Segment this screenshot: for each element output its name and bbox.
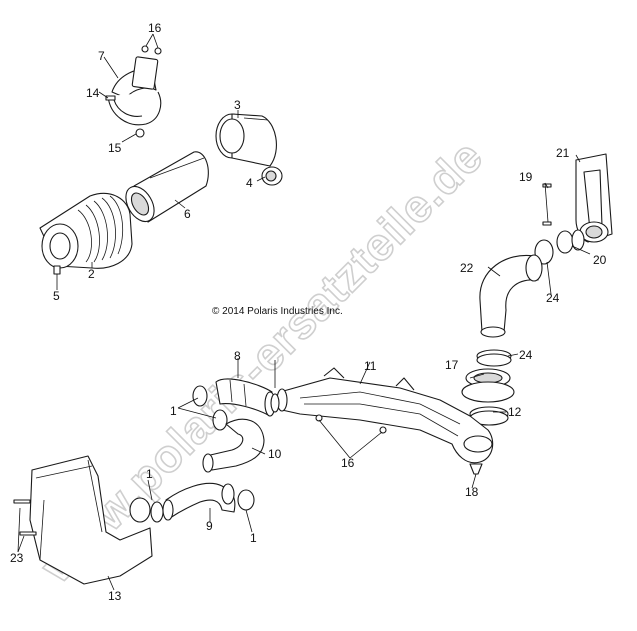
callout-9: 9 <box>206 519 213 533</box>
copyright-notice: © 2014 Polaris Industries Inc. <box>212 306 343 317</box>
callout-18: 18 <box>465 485 479 499</box>
part-23-bolts <box>13 499 37 536</box>
part-14-bolt <box>105 95 116 101</box>
callout-23: 23 <box>10 551 24 565</box>
callout-2: 2 <box>88 267 95 281</box>
callout-16-duct: 16 <box>341 456 355 470</box>
callout-1-right: 1 <box>250 531 257 545</box>
callout-11: 11 <box>364 359 377 373</box>
part-20-clamp <box>556 229 585 254</box>
callout-19: 19 <box>519 170 533 184</box>
part-1-clamps-lower <box>150 489 255 523</box>
callout-12: 12 <box>508 405 522 419</box>
part-17-coupler <box>461 368 515 403</box>
callout-22: 22 <box>460 261 474 275</box>
part-3-end-cap <box>215 113 277 167</box>
callout-24-lower: 24 <box>519 348 533 362</box>
callout-3: 3 <box>234 98 241 112</box>
callout-7: 7 <box>98 49 105 63</box>
part-21-inlet-box <box>575 153 613 243</box>
part-16-bolts-top <box>141 45 162 55</box>
part-8-hose <box>215 378 276 417</box>
callout-8: 8 <box>234 349 241 363</box>
part-15-nut <box>135 128 145 138</box>
callout-1-left: 1 <box>146 467 153 481</box>
callout-6: 6 <box>184 207 191 221</box>
part-11-intake-duct <box>276 367 494 464</box>
callout-21: 21 <box>556 146 570 160</box>
callout-5: 5 <box>53 289 60 303</box>
callout-20: 20 <box>593 253 607 267</box>
part-10-hose <box>202 418 265 473</box>
part-12-clamp <box>469 406 509 426</box>
callout-4: 4 <box>246 176 253 190</box>
callout-labels: 16 7 14 15 3 4 6 2 5 © 2014 Polaris Indu… <box>10 21 607 603</box>
callout-1-upper: 1 <box>170 404 177 418</box>
part-22-elbow-duct <box>479 254 543 338</box>
part-2-air-box <box>39 192 133 269</box>
callout-10: 10 <box>268 447 282 461</box>
part-16-fasteners <box>315 414 387 434</box>
part-7-bracket <box>107 56 162 126</box>
callout-24-upper: 24 <box>546 291 560 305</box>
part-24-clamp-lower <box>476 349 512 367</box>
part-1-clamps-upper <box>192 385 280 431</box>
callout-16-top: 16 <box>148 21 162 35</box>
callout-14: 14 <box>86 86 100 100</box>
part-18-drain-valve <box>469 463 483 475</box>
callout-17: 17 <box>445 358 459 372</box>
part-6-filter <box>125 151 209 223</box>
part-9-hose <box>162 482 236 521</box>
callout-13: 13 <box>108 589 122 603</box>
callout-15: 15 <box>108 141 122 155</box>
part-13-silencer <box>29 455 153 585</box>
leader-lines <box>17 33 591 591</box>
part-4-valve <box>261 166 283 186</box>
part-5-drain <box>53 265 61 275</box>
air-box-ribs <box>77 195 123 263</box>
